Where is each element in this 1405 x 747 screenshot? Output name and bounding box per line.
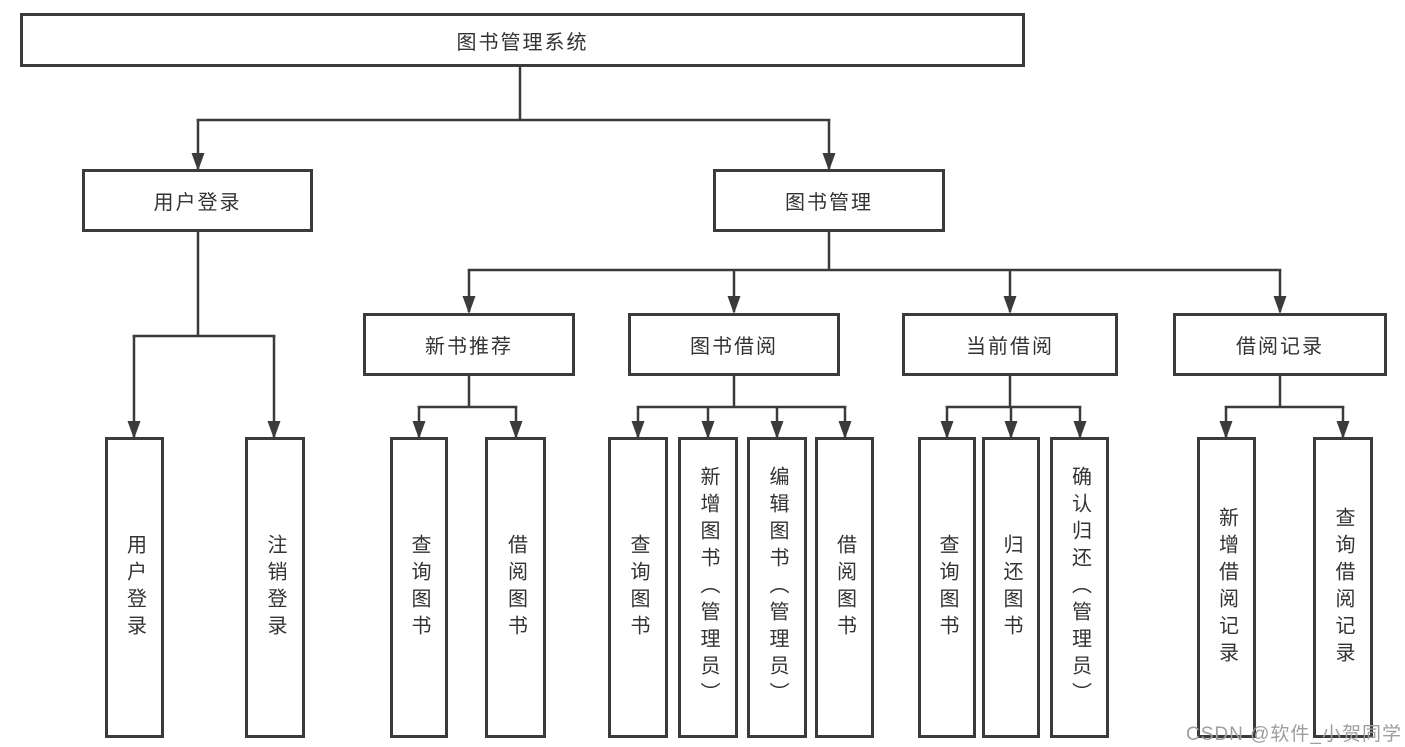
node-root-system: 图书管理系统: [20, 13, 1025, 67]
node-borrow-record: 借阅记录: [1173, 313, 1387, 376]
node-user-login-label: 用户登录: [153, 192, 242, 214]
connector-recommend-to-leaves: [412, 375, 523, 439]
leaf-logout-label: 注销登录: [264, 533, 286, 642]
leaf-current-confirm-return-admin-label: 确认归还（管理员）: [1068, 466, 1091, 709]
leaf-borrow-edit-book-admin: 编辑图书（管理员）: [747, 437, 807, 738]
leaf-current-query-book-label: 查询图书: [936, 533, 958, 642]
leaf-record-add-record: 新增借阅记录: [1197, 437, 1256, 738]
leaf-current-query-book: 查询图书: [918, 437, 976, 738]
node-current-borrow-label: 当前借阅: [966, 336, 1054, 358]
connector-record-to-leaves: [1219, 375, 1350, 439]
leaf-current-return-book-label: 归还图书: [1000, 533, 1022, 642]
leaf-recommend-query-book-label: 查询图书: [408, 533, 430, 642]
connector-login-to-leaves: [127, 231, 281, 439]
leaf-borrow-query-book-label: 查询图书: [627, 533, 649, 642]
node-user-login: 用户登录: [82, 169, 313, 232]
leaf-current-return-book: 归还图书: [982, 437, 1040, 738]
leaf-record-add-record-label: 新增借阅记录: [1215, 506, 1238, 669]
connector-root-to-level1: [191, 66, 836, 171]
node-book-borrow: 图书借阅: [628, 313, 840, 376]
node-new-book-recommend: 新书推荐: [363, 313, 575, 376]
leaf-recommend-query-book: 查询图书: [390, 437, 448, 738]
leaf-user-login-label: 用户登录: [123, 533, 146, 642]
node-new-book-recommend-label: 新书推荐: [425, 336, 513, 358]
node-book-borrow-label: 图书借阅: [690, 336, 778, 358]
leaf-borrow-borrow-book: 借阅图书: [815, 437, 874, 738]
node-book-manage-label: 图书管理: [785, 192, 873, 214]
node-book-manage: 图书管理: [713, 169, 945, 232]
leaf-recommend-borrow-book-label: 借阅图书: [504, 533, 527, 642]
leaf-user-login: 用户登录: [105, 437, 164, 738]
csdn-watermark: CSDN @软件_小贺同学: [1186, 724, 1402, 745]
leaf-record-query-record: 查询借阅记录: [1313, 437, 1373, 738]
leaf-borrow-edit-book-admin-label: 编辑图书（管理员）: [766, 466, 788, 709]
leaf-borrow-borrow-book-label: 借阅图书: [833, 533, 856, 642]
leaf-logout: 注销登录: [245, 437, 305, 738]
node-root-label: 图书管理系统: [456, 31, 589, 54]
leaf-borrow-add-book-admin: 新增图书（管理员）: [678, 437, 738, 738]
leaf-current-confirm-return-admin: 确认归还（管理员）: [1050, 437, 1109, 738]
leaf-record-query-record-label: 查询借阅记录: [1332, 506, 1354, 669]
connector-current-to-leaves: [940, 375, 1087, 439]
leaf-recommend-borrow-book: 借阅图书: [485, 437, 546, 738]
node-borrow-record-label: 借阅记录: [1236, 336, 1324, 358]
node-current-borrow: 当前借阅: [902, 313, 1118, 376]
connector-manage-to-level2: [462, 231, 1287, 314]
connector-borrow-to-leaves: [631, 375, 852, 439]
leaf-borrow-add-book-admin-label: 新增图书（管理员）: [697, 466, 719, 709]
leaf-borrow-query-book: 查询图书: [608, 437, 668, 738]
